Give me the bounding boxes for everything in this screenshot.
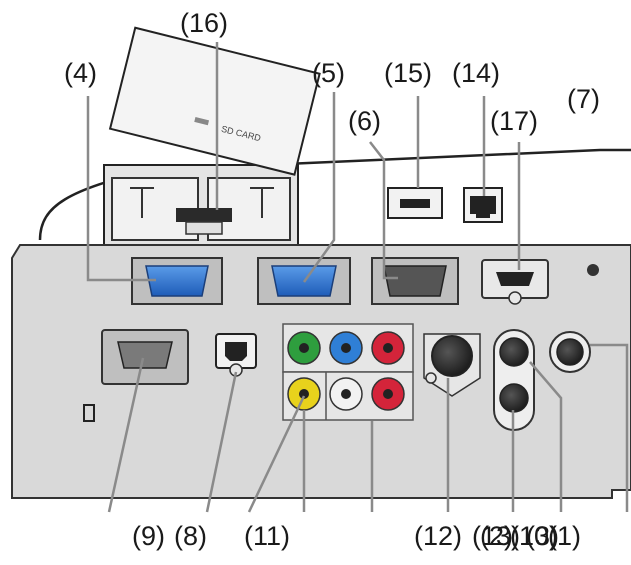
label-13: (13) [472,521,520,551]
lan-port [463,187,503,223]
label-6: (6) [348,106,381,136]
computer-in-1-port [131,257,223,305]
leader-lines [86,42,629,513]
label-4: (4) [64,58,97,88]
label-10: (10) [510,521,558,551]
component-video-block [282,323,414,421]
sd-card-lid: SD CARD [108,26,321,176]
sd-card-compartment [103,164,299,246]
label-7: (7) [567,84,600,114]
audio-out-jack [549,331,591,373]
label-14: (14) [452,58,500,88]
s-video-port [423,333,481,397]
label-9: (9) [132,521,165,551]
usb-type-b-port [215,333,257,377]
hdmi-port [481,259,549,305]
callout-labels: (4) (16) (5) (15) (14) (7) (6) (17) (9) … [64,8,600,551]
label-2: (2) [480,521,513,551]
security-slot [83,404,95,422]
monitor-out-port [371,257,459,305]
label-16: (16) [180,8,228,38]
label-1: (1) [548,521,581,551]
indicator-hole [587,264,599,276]
label-15: (15) [384,58,432,88]
label-5: (5) [312,58,345,88]
label-8: (8) [174,521,207,551]
label-11: (11) [244,521,290,551]
audio-in-jacks [493,329,535,431]
label-12: (12) [414,521,462,551]
label-17: (17) [490,106,538,136]
control-port [101,329,189,385]
usb-type-a-port [387,187,443,219]
label-3: (3) [526,521,559,551]
